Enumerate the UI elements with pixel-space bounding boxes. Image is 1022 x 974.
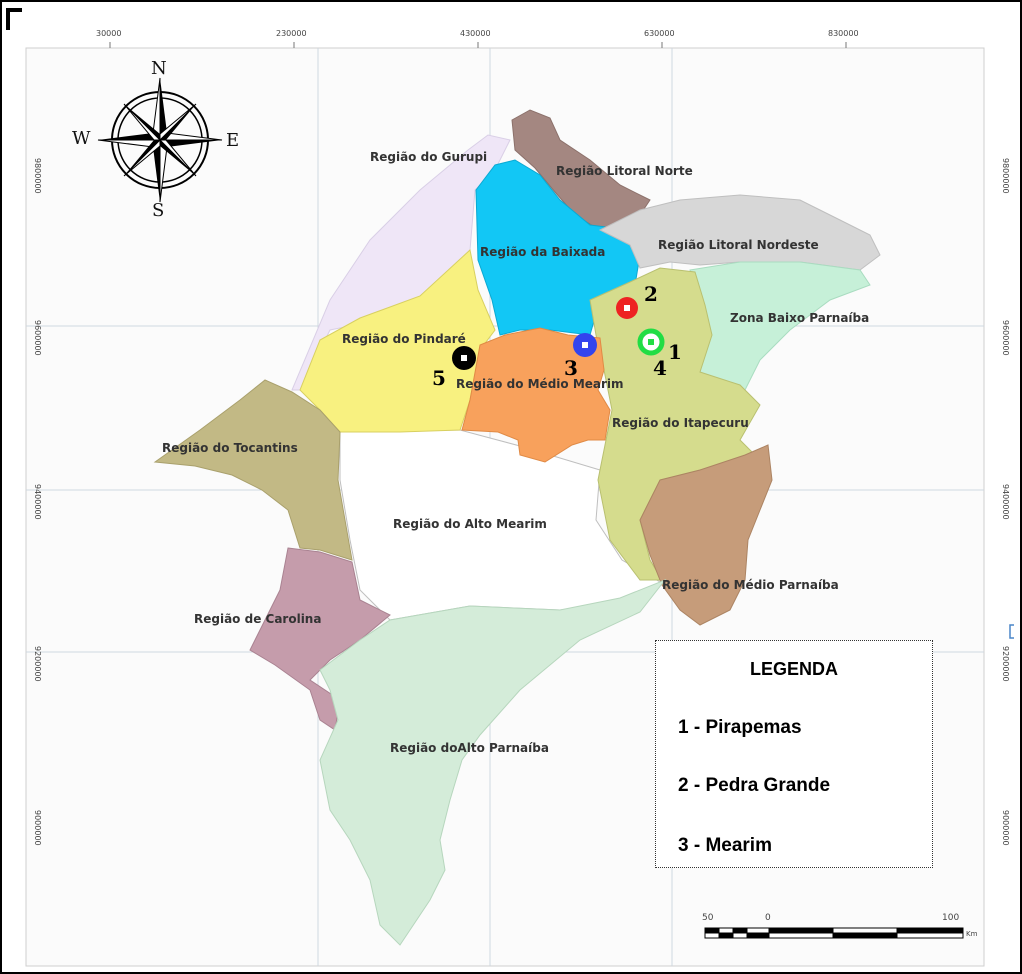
y-tick-label: 9200000 [33,646,42,682]
label-litoral-nordeste: Região Litoral Nordeste [658,238,819,252]
y-tick-label: 9200000 [1001,646,1010,682]
region-pindare [299,249,496,433]
x-tick-label: 830000 [828,29,859,38]
label-alto-mearim: Região do Alto Mearim [393,517,547,531]
compass-e: E [226,130,240,151]
corner-mark [6,8,22,30]
y-tick-label: 9400000 [33,484,42,520]
scale-bar [704,927,964,939]
marker-number: 3 [564,356,578,380]
legend-item: 2 - Pedra Grande [678,775,831,796]
legend-item: 3 - Mearim [678,835,772,856]
region-tocantins [153,379,353,561]
x-tick-label: 230000 [276,29,307,38]
scale-right: 100 [942,913,960,923]
legend-title: LEGENDA [749,659,838,679]
y-tick-label: 9800000 [1001,158,1010,194]
label-alto-parnaiba: Região doAlto Parnaíba [390,741,549,755]
label-itapecuru: Região do Itapecuru [612,416,749,430]
label-baixada: Região da Baixada [480,245,606,259]
label-medio-parnaiba: Região do Médio Parnaíba [662,578,839,592]
label-tocantins: Região do Tocantins [162,441,298,455]
compass-s: S [152,200,165,221]
y-tick-label: 9600000 [33,320,42,356]
top-ticks [109,42,847,48]
region-medio-parnaiba [639,444,773,626]
marker-number: 5 [432,366,446,390]
marker-1-pirapemas [637,328,665,356]
x-tick-label: 30000 [96,29,122,38]
y-tick-label: 9400000 [1001,484,1010,520]
compass-rose [97,77,223,203]
label-medio-mearim: Região do Médio Mearim [456,377,624,391]
region-litoral-norte [511,109,651,231]
marker-5 [452,346,476,370]
label-pindare: Região do Pindaré [342,332,466,346]
y-tick-label: 9000000 [1001,810,1010,846]
marker-number: 1 [668,340,682,364]
edge-bracket [1009,624,1014,639]
y-tick-label: 9000000 [33,810,42,846]
scale-mid: 0 [765,913,771,923]
label-baixo-parnaiba: Zona Baixo Parnaíba [730,311,870,325]
y-tick-label: 9800000 [33,158,42,194]
marker-number: 4 [653,356,667,380]
label-litoral-norte: Região Litoral Norte [556,164,693,178]
region-medio-mearim [461,327,611,463]
region-litoral-nordeste [598,194,881,271]
legend-item: 1 - Pirapemas [678,717,802,738]
label-gurupi: Região do Gurupi [370,150,488,164]
legend-box: LEGENDA 1 - Pirapemas 2 - Pedra Grande 3… [655,640,933,868]
region-alto-parnaiba [319,578,667,946]
compass-w: W [72,128,91,149]
scale-left: 50 [702,913,714,923]
compass-n: N [151,58,167,79]
marker-number: 2 [644,282,658,306]
y-tick-label: 9600000 [1001,320,1010,356]
x-tick-label: 430000 [460,29,491,38]
marker-3-mearim [573,333,597,357]
scale-unit: Km [966,930,978,938]
label-carolina: Região de Carolina [194,612,322,626]
x-tick-label: 630000 [644,29,675,38]
marker-2-pedra-grande [616,297,638,319]
